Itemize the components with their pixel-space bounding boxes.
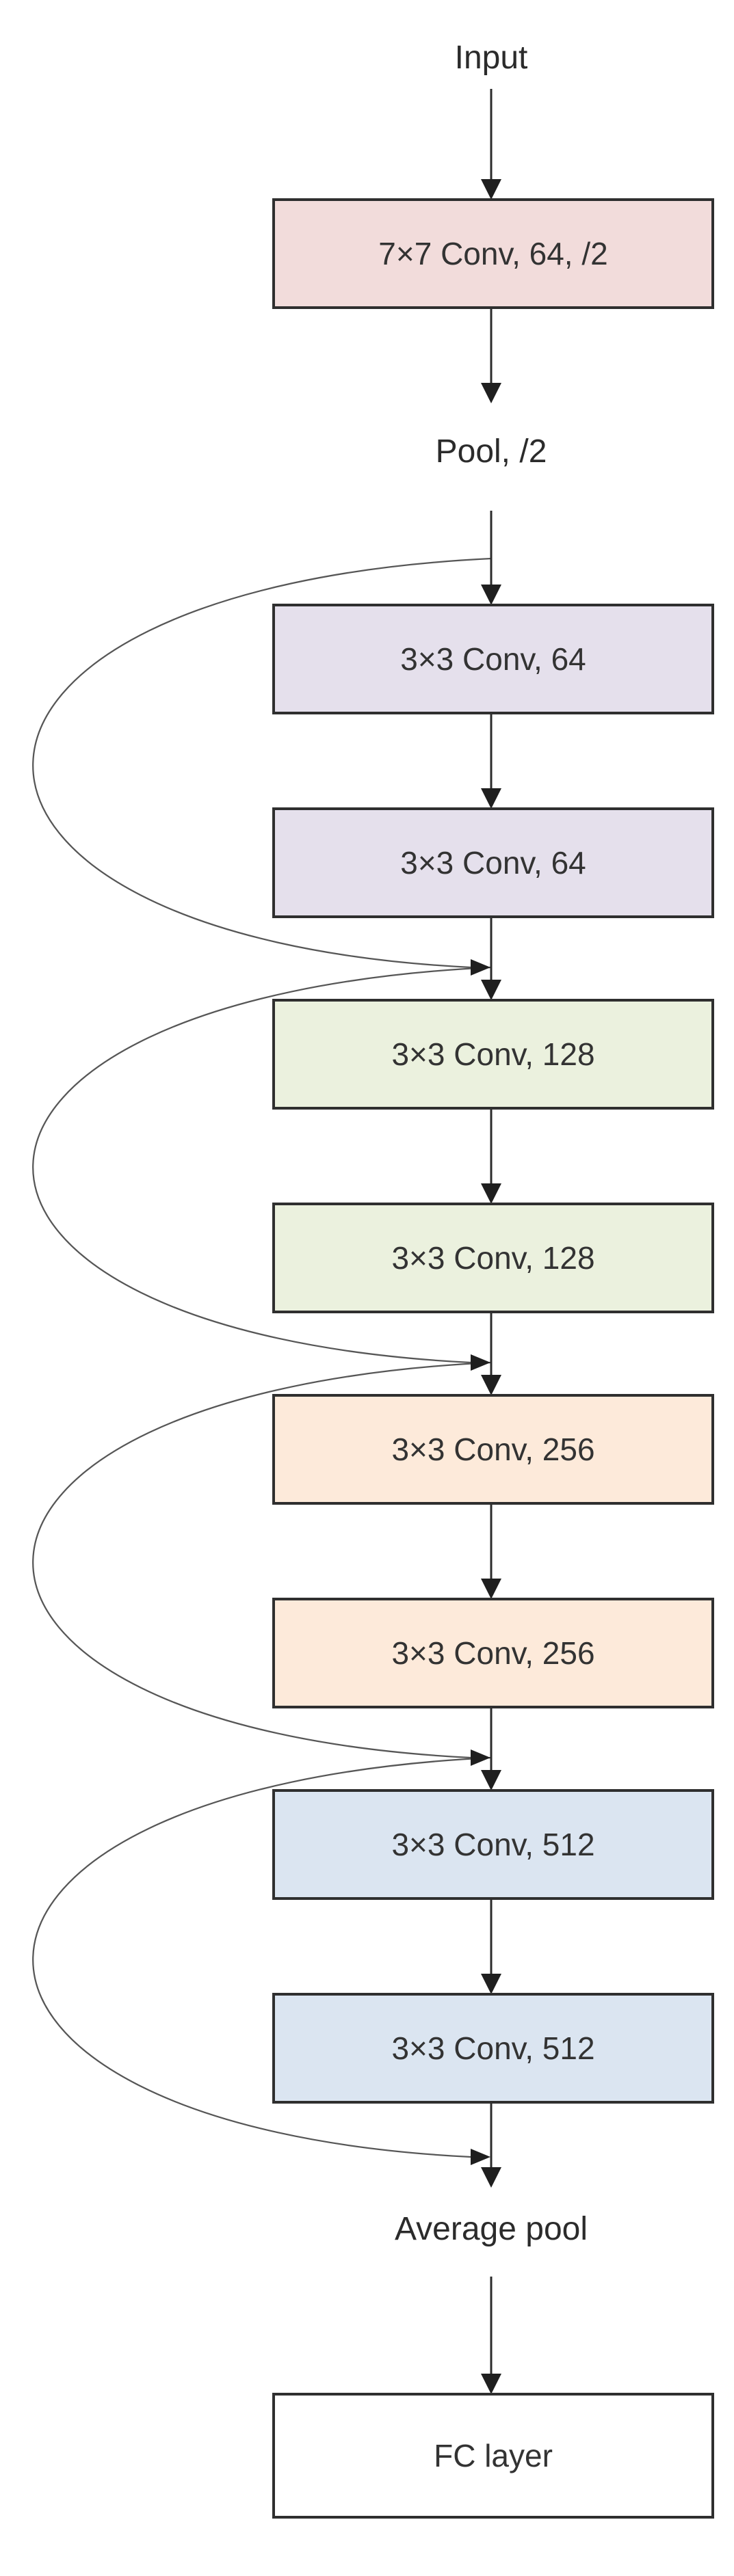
down-arrowhead-9 <box>481 1770 501 1790</box>
layer-box-conv3x3-128-a: 3×3 Conv, 128 <box>272 999 714 1110</box>
layer-label: 3×3 Conv, 64 <box>400 845 586 881</box>
down-arrowhead-5 <box>481 980 501 1000</box>
layer-box-conv7x7-64: 7×7 Conv, 64, /2 <box>272 198 714 309</box>
merge-arrowhead-1 <box>471 959 490 976</box>
layer-box-conv3x3-256-a: 3×3 Conv, 256 <box>272 1394 714 1505</box>
merge-arrowhead-3 <box>471 1749 490 1766</box>
layer-box-conv3x3-128-b: 3×3 Conv, 128 <box>272 1203 714 1313</box>
layer-rect <box>272 1789 714 1900</box>
layer-rect <box>272 1203 714 1313</box>
layer-label: 7×7 Conv, 64, /2 <box>378 236 607 271</box>
down-arrowhead-6 <box>481 1183 501 1204</box>
down-arrowhead-3 <box>481 585 501 605</box>
layer-rect <box>272 999 714 1110</box>
skip-connection-2 <box>32 966 492 1364</box>
down-arrowhead-8 <box>481 1579 501 1599</box>
pool-label: Pool, /2 <box>436 433 547 470</box>
layer-box-fc: FC layer <box>272 2393 714 2519</box>
layer-label: 3×3 Conv, 128 <box>391 1036 594 1072</box>
layer-rect <box>272 198 714 309</box>
down-arrowhead-1 <box>481 179 501 200</box>
down-arrowhead-2 <box>481 383 501 403</box>
down-arrowhead-11 <box>481 2167 501 2188</box>
layer-label: 3×3 Conv, 256 <box>391 1635 594 1671</box>
average-pool-label: Average pool <box>395 2211 588 2247</box>
layer-box-conv3x3-512-a: 3×3 Conv, 512 <box>272 1789 714 1900</box>
layer-box-conv3x3-64-a: 3×3 Conv, 64 <box>272 604 714 714</box>
layer-rect <box>272 2393 714 2519</box>
layer-rect <box>272 1598 714 1708</box>
input-label: Input <box>455 40 528 76</box>
layer-rect <box>272 1993 714 2104</box>
layer-rect <box>272 1394 714 1505</box>
down-arrowhead-12 <box>481 2374 501 2394</box>
merge-arrowhead-2 <box>471 1354 490 1371</box>
down-arrowhead-7 <box>481 1375 501 1395</box>
skip-connection-1 <box>32 557 492 969</box>
down-arrowhead-4 <box>481 788 501 809</box>
layer-box-conv3x3-512-b: 3×3 Conv, 512 <box>272 1993 714 2104</box>
layer-label: 3×3 Conv, 512 <box>391 2030 594 2066</box>
layer-rect <box>272 807 714 918</box>
layer-label: 3×3 Conv, 128 <box>391 1240 594 1276</box>
layer-label: FC layer <box>434 2438 553 2473</box>
layer-label: 3×3 Conv, 512 <box>391 1827 594 1862</box>
down-arrowhead-10 <box>481 1974 501 1994</box>
layer-rect <box>272 604 714 714</box>
merge-arrowhead-4 <box>471 2149 490 2165</box>
layer-label: 3×3 Conv, 256 <box>391 1432 594 1467</box>
layer-box-conv3x3-256-b: 3×3 Conv, 256 <box>272 1598 714 1708</box>
skip-connection-3 <box>32 1361 492 1759</box>
skip-connection-4 <box>32 1756 492 2158</box>
layer-label: 3×3 Conv, 64 <box>400 641 586 677</box>
layer-box-conv3x3-64-b: 3×3 Conv, 64 <box>272 807 714 918</box>
